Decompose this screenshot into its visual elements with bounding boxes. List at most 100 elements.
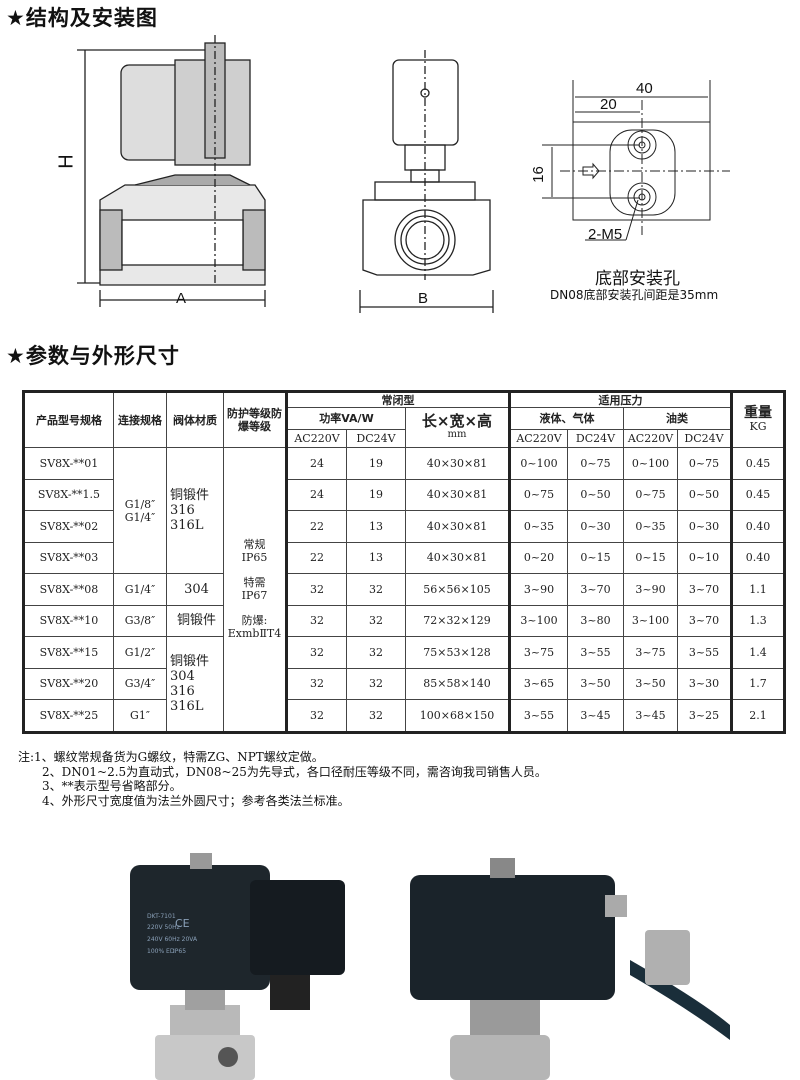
coil-label-line1: 220V 50Hz [147,924,180,931]
weight-cell: 0.45 [730,447,785,480]
dims-label: 长×宽×高 [421,411,493,430]
cell-line: G3/8″ [124,614,156,628]
dims-cell: 56×56×105 [405,573,510,606]
weight-cell: 0.40 [730,510,785,543]
power-ac-cell: 32 [285,636,347,669]
cell-line: 304 [170,668,195,684]
power-ac-cell: 32 [285,699,347,733]
lg-dc-cell: 0~30 [567,510,624,543]
protection-line: ExmbⅡT4 [227,627,282,641]
lg-dc-cell: 0~75 [567,447,624,480]
lg-dc-cell: 3~80 [567,604,624,637]
cell-line: 316L [170,518,204,533]
model-cell: SV8X-**15 [23,636,114,669]
model-cell: SV8X-**10 [23,604,114,637]
notes: 注:1、螺纹常规备货为G螺纹，特需ZG、NPT螺纹定做。 2、DN01~2.5为… [18,750,547,808]
oil-dc-cell: 3~55 [677,636,732,669]
length-label: A [176,290,187,307]
header-lg-ac: AC220V [508,429,568,448]
header-model: 产品型号规格 [23,391,114,448]
connection-cell: G1/2″ [113,636,167,669]
header-oil: 油类 [623,407,732,430]
lg-ac-cell: 0~20 [508,541,568,574]
note-line: 4、外形尺寸宽度值为法兰外圆尺寸；参考各类法兰标准。 [18,793,350,808]
dims-cell: 75×53×128 [405,636,510,669]
note-line: 2、DN01~2.5为直动式，DN08~25为先导式，各口径耐压等级不同，需咨询… [18,764,547,779]
protection-line: 常规 [243,538,266,552]
cell-line: 铜锻件 [176,613,216,629]
cell-line: G1″ [130,708,150,722]
lg-ac-cell: 3~55 [508,699,568,733]
dims-unit: mm [447,428,467,440]
valve-front-drawing [359,50,494,313]
thread-label: 2-M5 [588,226,623,243]
weight-cell: 1.7 [730,667,785,700]
lg-dc-cell: 3~50 [567,667,624,700]
params-section-title: ★参数与外形尺寸 [6,344,180,368]
oil-dc-cell: 0~10 [677,541,732,574]
model-cell: SV8X-**01 [23,447,114,480]
cell-line: G3/4″ [124,677,156,691]
oil-ac-cell: 3~50 [623,667,678,700]
power-dc-cell: 32 [346,636,406,669]
cell-line: G1/2″ [124,645,156,659]
dims-cell: 40×30×81 [405,510,510,543]
power-dc-cell: 32 [346,667,406,700]
lg-dc-cell: 3~55 [567,636,624,669]
oil-ac-cell: 0~75 [623,478,678,511]
lg-dc-cell: 0~50 [567,478,624,511]
power-ac-cell: 32 [285,604,347,637]
lg-dc-cell: 0~15 [567,541,624,574]
oil-dc-cell: 0~50 [677,478,732,511]
hole-title: 底部安装孔 [595,269,680,289]
weight-cell: 2.1 [730,699,785,733]
header-liquid-gas: 液体、气体 [508,407,624,430]
header-oil-dc: DC24V [677,429,732,448]
model-cell: SV8X-**08 [23,573,114,606]
dims-cell: 100×68×150 [405,699,510,733]
header-pressure: 适用压力 [508,391,732,408]
header-power-dc: DC24V [346,429,406,448]
model-cell: SV8X-**25 [23,699,114,733]
weight-label: 重量 [744,405,772,421]
cell-line: G1/4″ [124,582,156,596]
dims-cell: 40×30×81 [405,447,510,480]
weight-cell: 1.1 [730,573,785,606]
oil-ac-cell: 3~100 [623,604,678,637]
power-dc-cell: 32 [346,604,406,637]
cell-line: G1/4″ [124,510,156,524]
weight-cell: 0.45 [730,478,785,511]
oil-dc-cell: 0~30 [677,510,732,543]
protection-line: 防爆: [241,614,268,628]
oil-ac-cell: 0~100 [623,447,678,480]
connection-cell: G3/4″ [113,667,167,700]
dims-cell: 85×58×140 [405,667,510,700]
power-ac-cell: 22 [285,510,347,543]
oil-dc-cell: 3~30 [677,667,732,700]
connection-cell: G1/4″ [113,573,167,606]
height-label: H [55,154,78,169]
protection-line: 特需 [243,576,266,590]
dims-cell: 40×30×81 [405,478,510,511]
power-ac-cell: 24 [285,478,347,511]
coil-label-line3: 100% ED [147,948,175,955]
dims-cell: 72×32×129 [405,604,510,637]
weight-cell: 1.3 [730,604,785,637]
power-dc-cell: 19 [346,447,406,480]
lg-dc-cell: 3~45 [567,699,624,733]
connection-cell: G1″ [113,699,167,733]
dims-cell: 40×30×81 [405,541,510,574]
power-ac-cell: 24 [285,447,347,480]
oil-dc-cell: 0~75 [677,447,732,480]
lg-ac-cell: 0~35 [508,510,568,543]
dim-16: 16 [529,166,547,183]
